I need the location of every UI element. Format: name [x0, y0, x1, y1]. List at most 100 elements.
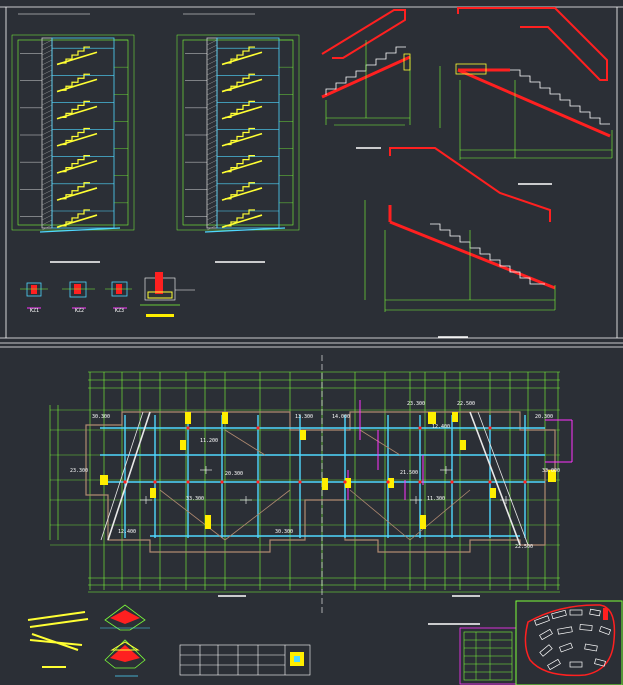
- plan-elevation-label: 12.400: [118, 529, 136, 535]
- floor-plan: 30.30023.30012.40011.20020.30033.30013.3…: [49, 355, 573, 615]
- plan-elevation-label: 30.300: [275, 529, 293, 535]
- schedule-table: [428, 623, 517, 685]
- plan-elevation-label: 23.300: [407, 401, 425, 407]
- stair-slab: [221, 132, 263, 147]
- plan-node: [298, 480, 302, 484]
- plan-node: [256, 480, 260, 484]
- plan-node: [488, 426, 492, 430]
- plan-column: [460, 440, 466, 450]
- plan-node: [256, 426, 260, 430]
- stair-slab: [56, 160, 98, 174]
- stair-wall-hatch: [206, 179, 218, 186]
- plan-column: [205, 515, 211, 529]
- title-table: [179, 644, 311, 676]
- site-building: [579, 624, 593, 631]
- stair-wall-hatch: [41, 149, 53, 156]
- stair-wall-hatch: [206, 114, 218, 121]
- site-buildings: [534, 608, 612, 671]
- plan-elevation-label: 22.500: [457, 401, 475, 407]
- stair-shaft-outline: [216, 37, 280, 229]
- stair-wall-hatch: [206, 214, 218, 221]
- stair-section-b: [176, 13, 300, 263]
- stair-wall-hatch: [41, 54, 53, 61]
- plan-node: [220, 480, 224, 484]
- plan-hip-line: [159, 489, 226, 541]
- stair-wall-hatch: [206, 64, 218, 71]
- plan-column: [300, 430, 306, 440]
- stair-wall-hatch: [41, 69, 53, 76]
- plan-node: [450, 480, 454, 484]
- plan-elevation-label: 12.400: [432, 424, 450, 430]
- site-building: [589, 608, 601, 617]
- stair-grid-frame: [182, 39, 294, 226]
- stair-wall-hatch: [41, 99, 53, 106]
- stair-wall-hatch: [41, 104, 53, 111]
- stair-wall-hatch: [206, 119, 218, 126]
- stair-wall-hatch: [41, 84, 53, 91]
- stair-grid-frame: [17, 39, 129, 226]
- stair-wall-hatch: [206, 89, 218, 96]
- beam-detail-yellow: [27, 611, 89, 668]
- plan-node: [186, 480, 190, 484]
- stair-wall-hatch: [41, 204, 53, 211]
- stair-slab: [56, 214, 98, 229]
- plan-node: [386, 480, 390, 484]
- stair-wall-hatch: [41, 94, 53, 101]
- site-building-highlight: [603, 608, 608, 620]
- stair-wall-hatch: [206, 194, 218, 201]
- column-detail-1-label: KZ1: [30, 308, 39, 314]
- stair-wall-hatch: [206, 39, 218, 46]
- stair-wall-hatch: [206, 74, 218, 81]
- column-detail-2: KZ2: [62, 281, 95, 314]
- stair-wall-hatch: [41, 134, 53, 141]
- plan-elevation-label: 11.200: [200, 438, 218, 444]
- plan-hip-line: [409, 489, 471, 541]
- plan-column: [490, 488, 496, 498]
- stair-wall-hatch: [41, 79, 53, 86]
- stair-base: [204, 227, 286, 233]
- stair-wall-hatch: [41, 144, 53, 151]
- footing-detail: [140, 272, 195, 317]
- stair-wall-hatch: [41, 44, 53, 51]
- plan-column: [100, 475, 108, 485]
- stair-slab: [56, 105, 98, 120]
- stair-base: [39, 227, 121, 233]
- stair-wall-hatch: [206, 159, 218, 166]
- stair-wall-hatch: [41, 174, 53, 181]
- stair-slab: [221, 187, 263, 201]
- stair-wall-hatch: [41, 189, 53, 196]
- stair-wall-hatch: [206, 69, 218, 76]
- plan-outer-wall: [85, 411, 556, 553]
- stair-grid-outer: [11, 34, 135, 231]
- plan-diagonal-left: [100, 411, 144, 541]
- stair-wall-hatch: [206, 109, 218, 116]
- stair-wall-hatch: [206, 49, 218, 56]
- stair-wall-hatch: [206, 224, 218, 231]
- sheet-frame: [0, 6, 623, 348]
- column-details: KZ1 KZ2 KZ3: [20, 272, 195, 317]
- plan-elevation-label: 20.300: [225, 471, 243, 477]
- column-detail-3-label: KZ3: [115, 308, 124, 314]
- plan-elevation-label: 22.500: [515, 544, 533, 550]
- plan-diagonal-right: [469, 411, 521, 546]
- stair-wall-hatch: [206, 54, 218, 61]
- plan-elevation-label: 14.000: [332, 414, 350, 420]
- stair-slab: [221, 51, 263, 66]
- site-building: [547, 658, 561, 671]
- stair-wall-hatch: [41, 109, 53, 116]
- stair-wall-hatch: [41, 184, 53, 191]
- plan-diagonal-right: [477, 411, 529, 546]
- plan-column: [150, 488, 156, 498]
- plan-hip-line: [359, 429, 401, 456]
- stair-wall-hatch: [41, 124, 53, 131]
- stair-wall: [206, 37, 218, 229]
- stair-wall-hatch: [41, 224, 53, 231]
- stair-wall-hatch: [41, 119, 53, 126]
- site-building: [539, 644, 553, 657]
- stair-wall-hatch: [206, 174, 218, 181]
- bottom-details: [27, 600, 623, 685]
- site-building: [534, 615, 550, 626]
- stair-wall-hatch: [41, 139, 53, 146]
- plan-node: [418, 426, 422, 430]
